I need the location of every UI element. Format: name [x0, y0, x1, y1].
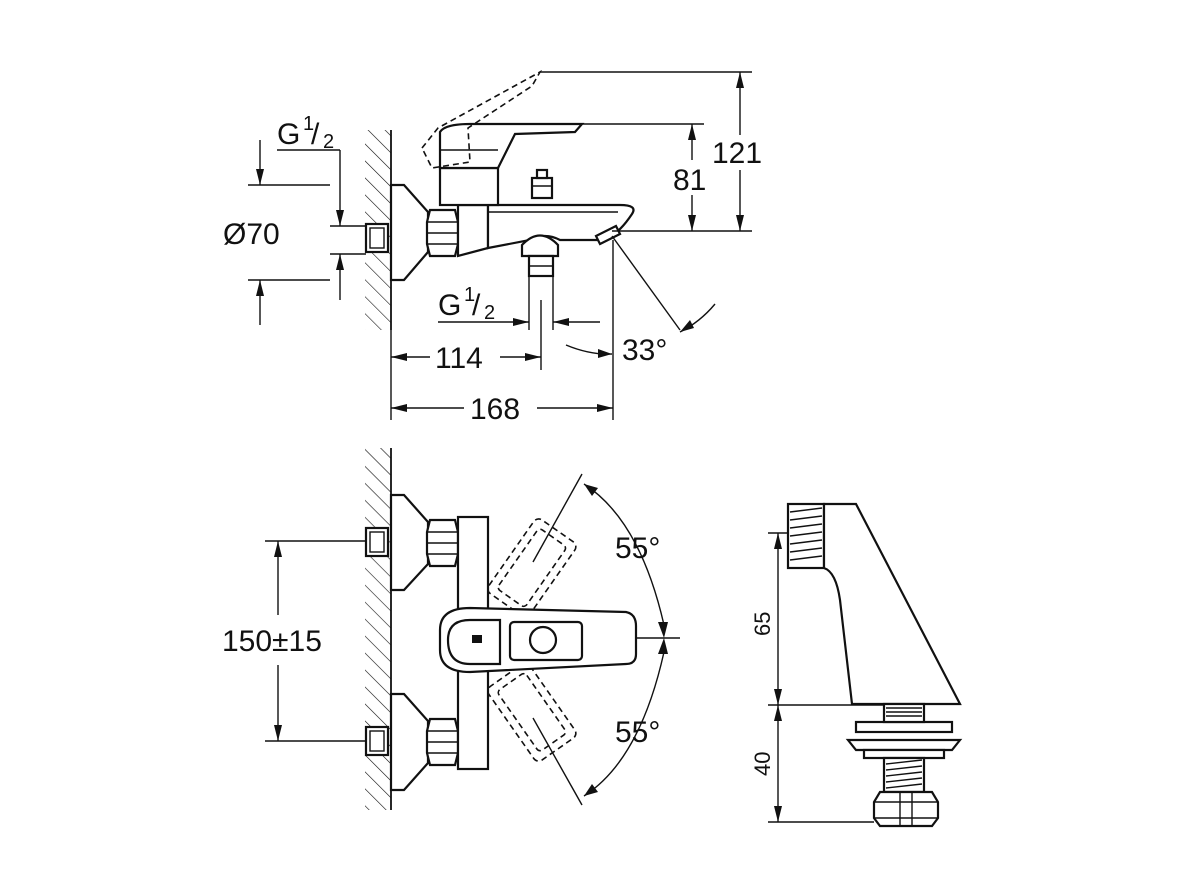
mixer-body-top: [456, 203, 490, 258]
lever-indicator: [472, 635, 482, 643]
angle-55-upper: 55°: [615, 532, 660, 565]
s-connector-body: [822, 502, 962, 706]
lever-rotated-down: [487, 662, 577, 762]
diameter-label: Ø70: [223, 218, 280, 251]
outlet-spud: [520, 234, 560, 258]
top-view: G 1 / 2 Ø70 G 1 / 2: [223, 69, 762, 426]
svg-text:2: 2: [323, 131, 334, 153]
svg-text:2: 2: [484, 302, 495, 324]
lever-rotated-up: [487, 518, 577, 618]
connector-inner-top: [369, 227, 385, 249]
diverter-knob: [530, 176, 554, 200]
dim-40: 40: [750, 752, 775, 776]
svg-text:1: 1: [464, 284, 475, 306]
connector-stub-top: [364, 222, 390, 254]
side-view: 65 40: [750, 502, 963, 828]
flange-cone: [845, 738, 963, 752]
lever-grip-window: [508, 620, 584, 662]
svg-text:1: 1: [303, 113, 314, 135]
angle-55-lower: 55°: [615, 716, 660, 749]
angle-33: 33°: [622, 334, 667, 367]
washer: [862, 748, 946, 760]
lever-top-raised: [421, 69, 543, 169]
flange-plate: [854, 720, 954, 734]
dim-168: 168: [470, 393, 520, 426]
escutcheon-lower: [389, 692, 430, 792]
escutcheon-top: [389, 183, 430, 282]
dim-81: 81: [673, 164, 706, 197]
svg-text:G: G: [438, 289, 461, 322]
svg-text:/: /: [472, 289, 481, 322]
lever-top: [438, 122, 585, 170]
lever-handle-cap: [446, 618, 502, 666]
g-thread-top-label: G 1 / 2: [277, 113, 334, 153]
dim-114: 114: [435, 342, 483, 375]
connector-upper: [364, 526, 390, 558]
lever-grip-circle: [528, 625, 558, 655]
svg-text:/: /: [311, 118, 320, 151]
dim-121: 121: [712, 137, 762, 170]
threaded-sleeve: [882, 702, 926, 724]
cartridge-housing: [438, 166, 500, 207]
g-thread-bottom-label: G 1 / 2: [438, 284, 495, 324]
dim-150: 150±15: [222, 625, 322, 658]
svg-text:G: G: [277, 118, 300, 151]
escutcheon-upper: [389, 493, 430, 592]
dim-65: 65: [750, 612, 775, 636]
front-view: 150±15 55° 55°: [222, 448, 680, 810]
hex-nut-side: [872, 790, 940, 828]
